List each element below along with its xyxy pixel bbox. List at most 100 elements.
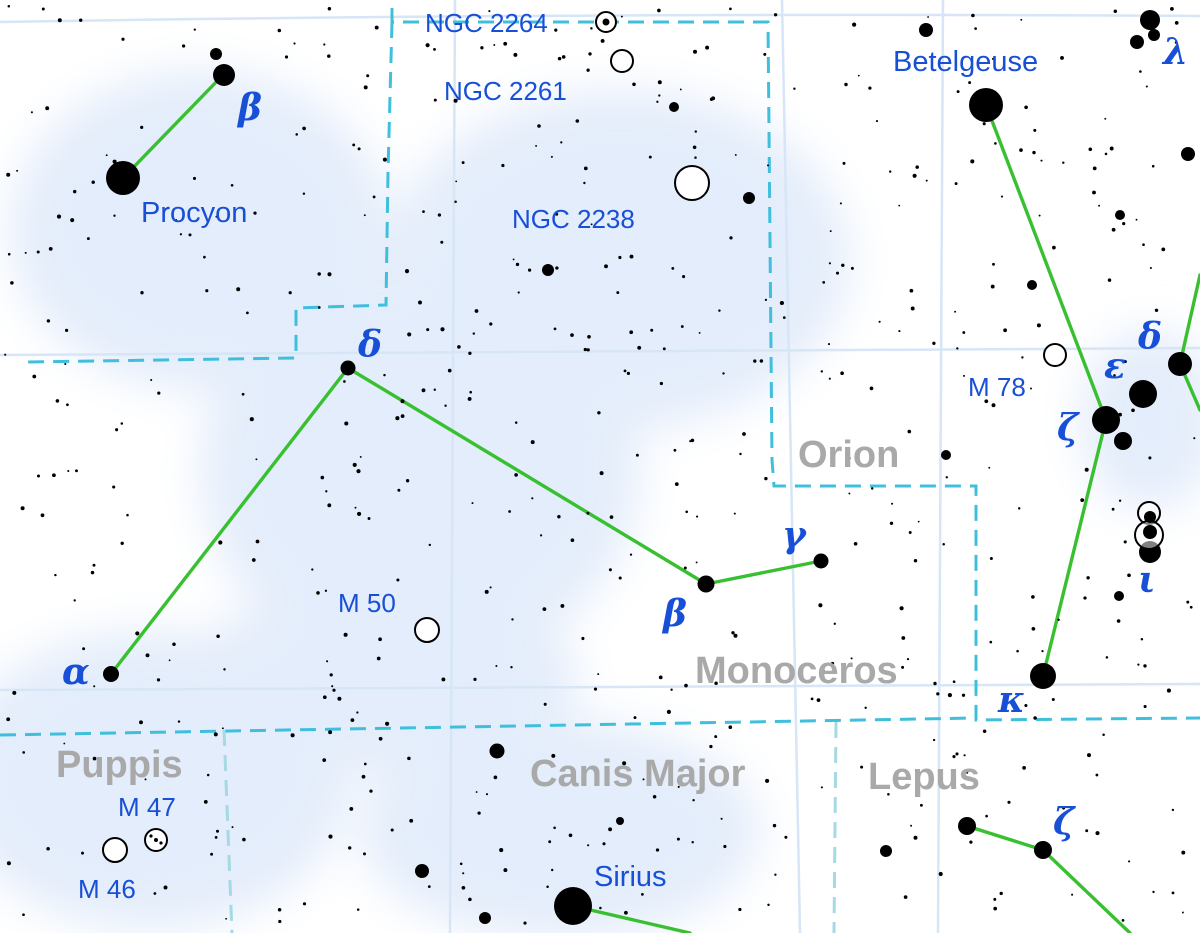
faint-star bbox=[666, 709, 671, 714]
faint-star bbox=[600, 38, 605, 43]
faint-star bbox=[48, 247, 53, 251]
faint-star bbox=[1098, 204, 1101, 207]
star-mon-delta[interactable] bbox=[340, 360, 356, 376]
faint-star bbox=[648, 155, 652, 159]
dso-ngc2261-marker[interactable] bbox=[610, 49, 634, 73]
star-mon-gamma[interactable] bbox=[813, 553, 829, 569]
figure-line bbox=[984, 103, 1108, 422]
faint-star bbox=[974, 27, 977, 30]
faint-star bbox=[546, 885, 549, 889]
faint-star bbox=[590, 27, 593, 30]
faint-star bbox=[46, 846, 50, 851]
star-ori-kappa[interactable] bbox=[1030, 663, 1056, 689]
constellation-label-orion: Orion bbox=[798, 434, 899, 476]
faint-star bbox=[356, 908, 360, 911]
faint-star bbox=[295, 133, 298, 136]
star-ori-zeta[interactable] bbox=[1092, 406, 1120, 434]
dso-label-m50: M 50 bbox=[338, 588, 396, 618]
faint-star bbox=[695, 561, 698, 564]
faint-star bbox=[1000, 195, 1004, 198]
faint-star bbox=[92, 563, 96, 567]
faint-star bbox=[433, 98, 437, 102]
faint-star bbox=[919, 803, 923, 807]
star-cmi-beta[interactable] bbox=[213, 64, 235, 86]
star-sirius[interactable] bbox=[554, 887, 592, 925]
star-mon-alpha[interactable] bbox=[103, 666, 119, 682]
faint-star bbox=[1161, 247, 1166, 252]
faint-star bbox=[982, 122, 986, 126]
star-betelgeuse[interactable] bbox=[969, 88, 1003, 122]
star-ori-epsilon[interactable] bbox=[1129, 380, 1157, 408]
faint-star bbox=[6, 861, 11, 866]
faint-star bbox=[1062, 806, 1066, 810]
faint-star bbox=[899, 606, 904, 611]
faint-star bbox=[344, 421, 349, 426]
faint-star bbox=[659, 381, 664, 386]
dso-m50-marker[interactable] bbox=[414, 617, 440, 643]
faint-star bbox=[188, 233, 192, 237]
faint-star bbox=[925, 179, 928, 182]
faint-star bbox=[407, 756, 411, 761]
faint-star bbox=[581, 636, 585, 641]
faint-star bbox=[428, 543, 432, 547]
faint-star bbox=[698, 331, 701, 334]
faint-star bbox=[553, 327, 557, 331]
faint-star bbox=[652, 794, 657, 799]
faint-star bbox=[471, 502, 474, 505]
faint-star bbox=[514, 473, 518, 477]
star-lep-alpha[interactable] bbox=[958, 817, 976, 835]
faint-star bbox=[1170, 6, 1174, 11]
faint-star bbox=[971, 13, 975, 18]
faint-star bbox=[70, 218, 75, 223]
faint-star bbox=[810, 697, 814, 701]
constellation-label-puppis: Puppis bbox=[56, 744, 183, 786]
faint-star bbox=[284, 55, 289, 59]
figure-line bbox=[1178, 273, 1200, 366]
faint-star bbox=[993, 897, 997, 901]
dso-m47-marker[interactable] bbox=[144, 828, 168, 852]
faint-star bbox=[527, 268, 532, 272]
greek-label-ori-lambda: λ bbox=[1161, 31, 1188, 73]
faint-star bbox=[624, 910, 628, 915]
faint-star bbox=[179, 233, 183, 236]
faint-star bbox=[440, 327, 445, 332]
faint-star bbox=[1189, 605, 1193, 609]
faint-star bbox=[539, 534, 543, 537]
faint-star bbox=[844, 82, 848, 87]
faint-star bbox=[359, 455, 362, 458]
faint-star bbox=[550, 155, 553, 158]
faint-star bbox=[329, 673, 333, 677]
dso-m78-marker[interactable] bbox=[1043, 343, 1067, 367]
star-mon-beta[interactable] bbox=[697, 575, 715, 593]
faint-star bbox=[46, 319, 51, 323]
faint-star bbox=[383, 373, 386, 377]
faint-star bbox=[36, 250, 40, 254]
faint-star bbox=[1080, 498, 1085, 502]
dso-ngc2238-marker[interactable] bbox=[674, 165, 710, 201]
faint-star bbox=[376, 656, 381, 661]
dso-m46-marker[interactable] bbox=[102, 837, 128, 863]
star-procyon[interactable] bbox=[106, 161, 140, 195]
orion-nebula-marker[interactable] bbox=[1134, 501, 1164, 550]
dso-label-ngc2238: NGC 2238 bbox=[512, 204, 635, 234]
faint-star bbox=[831, 661, 835, 665]
star-ori-delta[interactable] bbox=[1168, 352, 1192, 376]
faint-star bbox=[395, 416, 400, 421]
star-label-procyon: Procyon bbox=[141, 197, 247, 229]
star-ori-lambda[interactable] bbox=[1140, 10, 1160, 30]
faint-star bbox=[1086, 576, 1090, 580]
figure-line bbox=[965, 824, 1045, 852]
faint-star bbox=[515, 262, 520, 267]
faint-star bbox=[468, 897, 472, 902]
faint-star bbox=[586, 348, 590, 352]
faint-star bbox=[656, 100, 659, 103]
figure-line bbox=[346, 366, 708, 586]
faint-star bbox=[156, 678, 161, 682]
dso-ngc2264-marker[interactable] bbox=[595, 11, 617, 33]
faint-star bbox=[357, 147, 361, 151]
faint-star bbox=[459, 862, 463, 866]
faint-star bbox=[679, 88, 682, 91]
star-lep-zeta[interactable] bbox=[1034, 841, 1052, 859]
faint-star bbox=[461, 885, 466, 890]
